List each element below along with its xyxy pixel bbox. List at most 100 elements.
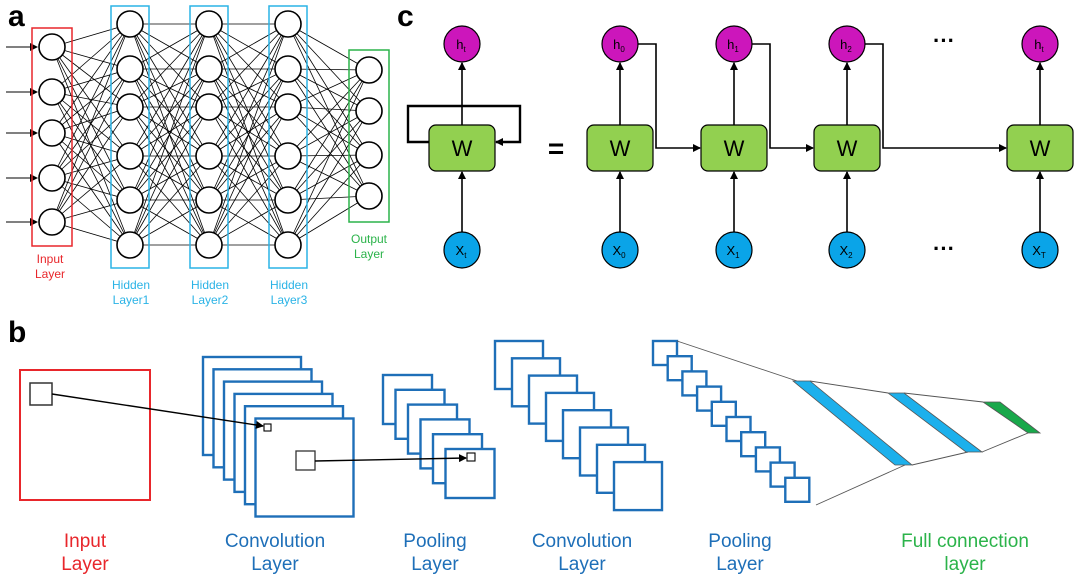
conv1-receptive-field — [295, 450, 316, 471]
connection-line — [287, 68, 370, 156]
fc-layer-1 — [791, 380, 914, 466]
conv-layer-2-maps — [493, 339, 664, 512]
input-layer-label: Input Layer — [34, 252, 66, 281]
h-node-0-label: ht — [456, 37, 466, 54]
connection-line — [129, 23, 210, 246]
x-node-1: X0 — [601, 231, 639, 269]
w-cell-2-label: W — [724, 136, 745, 161]
connection-line — [51, 91, 131, 246]
x-node-0-circle — [443, 231, 481, 269]
fc-guide-bottom — [815, 464, 906, 506]
hidden-layer1-label: Hidden Layer1 — [111, 278, 151, 307]
x-node-4-label: XT — [1032, 243, 1046, 260]
full-connection-layers — [676, 340, 1042, 506]
feature-map — [444, 447, 496, 500]
input-node — [38, 78, 66, 106]
connection-line — [51, 46, 131, 108]
connection-line — [208, 23, 289, 108]
connection-line — [287, 106, 370, 156]
hidden3-node — [274, 55, 302, 83]
connection-line — [129, 23, 210, 108]
hidden3-node — [274, 186, 302, 214]
connection-line — [287, 69, 370, 108]
connection-line — [287, 68, 370, 112]
h-node-2: h1 — [715, 25, 753, 63]
connection-line — [129, 68, 210, 108]
connection-line — [287, 155, 370, 197]
output-node — [355, 97, 383, 125]
cnn-convolution-layer-1-label: Convolution Layer — [224, 531, 326, 576]
connection-line — [51, 106, 131, 223]
hidden-state-arrow — [638, 43, 701, 152]
hidden1-node — [116, 231, 144, 259]
connection-line — [51, 68, 131, 223]
x-node-0: Xt — [443, 231, 481, 269]
connection-line — [287, 110, 370, 246]
x-node-2-label: X1 — [726, 243, 740, 260]
connection-line — [287, 195, 370, 246]
hidden2-node — [195, 10, 223, 38]
connection-line — [208, 106, 289, 246]
connection-line — [287, 69, 370, 246]
w-cell-1-rect — [586, 124, 654, 172]
hidden1-node — [116, 10, 144, 38]
w-cell-2-rect — [700, 124, 768, 172]
cnn-pooling-layer-2-label: Pooling Layer — [708, 531, 772, 576]
w-cell-3-rect — [813, 124, 881, 172]
w-cell-1-label: W — [610, 136, 631, 161]
x-node-0-label: Xt — [456, 243, 468, 260]
output-node — [355, 182, 383, 210]
output-node — [355, 56, 383, 84]
hidden2-node — [195, 142, 223, 170]
connection-line — [287, 23, 370, 71]
hidden1-node — [116, 186, 144, 214]
h-node-0: ht — [443, 25, 481, 63]
x-node-2: X1 — [715, 231, 753, 269]
connection-line — [208, 23, 289, 70]
connection-line — [208, 23, 289, 201]
connection-line — [208, 155, 289, 201]
input-layer-frame — [31, 27, 73, 247]
w-cell-3: W — [813, 124, 881, 172]
w-cell-0-label: W — [452, 136, 473, 161]
fc-guide-top — [903, 392, 984, 403]
panel-label-c: c — [397, 0, 414, 33]
connection-line — [129, 23, 210, 201]
fc-layer-2 — [886, 392, 984, 453]
hidden2-node — [195, 186, 223, 214]
h-node-3: h2 — [828, 25, 866, 63]
panel-a-neural-network — [6, 5, 390, 269]
connection-line — [51, 106, 131, 179]
connection-line — [208, 23, 289, 157]
fc-guide-top — [809, 380, 889, 394]
connection-line — [51, 23, 131, 134]
connection-line — [287, 154, 370, 246]
x-node-3-label: X2 — [839, 243, 853, 260]
w-cell-0-rect — [428, 124, 496, 172]
feature-map — [612, 460, 664, 512]
feature-map — [725, 415, 752, 443]
connection-line — [287, 110, 370, 157]
input-node — [38, 208, 66, 236]
connection-line — [129, 106, 210, 201]
h-node-4: ht — [1021, 25, 1059, 63]
connection-line — [129, 106, 210, 157]
ellipsis-top: ··· — [933, 28, 955, 53]
connection-line — [129, 106, 210, 246]
connection-line — [51, 177, 131, 246]
w-cell-4-label: W — [1030, 136, 1051, 161]
h-node-1-label: h0 — [613, 37, 625, 54]
hidden-state-arrow — [752, 43, 814, 152]
x-node-3-circle — [828, 231, 866, 269]
output-layer-frame — [348, 49, 390, 223]
hidden3-node — [274, 142, 302, 170]
connection-line — [129, 199, 210, 246]
connection-line — [208, 106, 289, 157]
connection-line — [208, 23, 289, 246]
connection-line — [51, 132, 131, 201]
conv-to-pool-arrow — [314, 454, 467, 463]
x-node-3: X2 — [828, 231, 866, 269]
x-node-1-circle — [601, 231, 639, 269]
hidden3-node — [274, 10, 302, 38]
x-node-1-label: X0 — [612, 243, 626, 260]
